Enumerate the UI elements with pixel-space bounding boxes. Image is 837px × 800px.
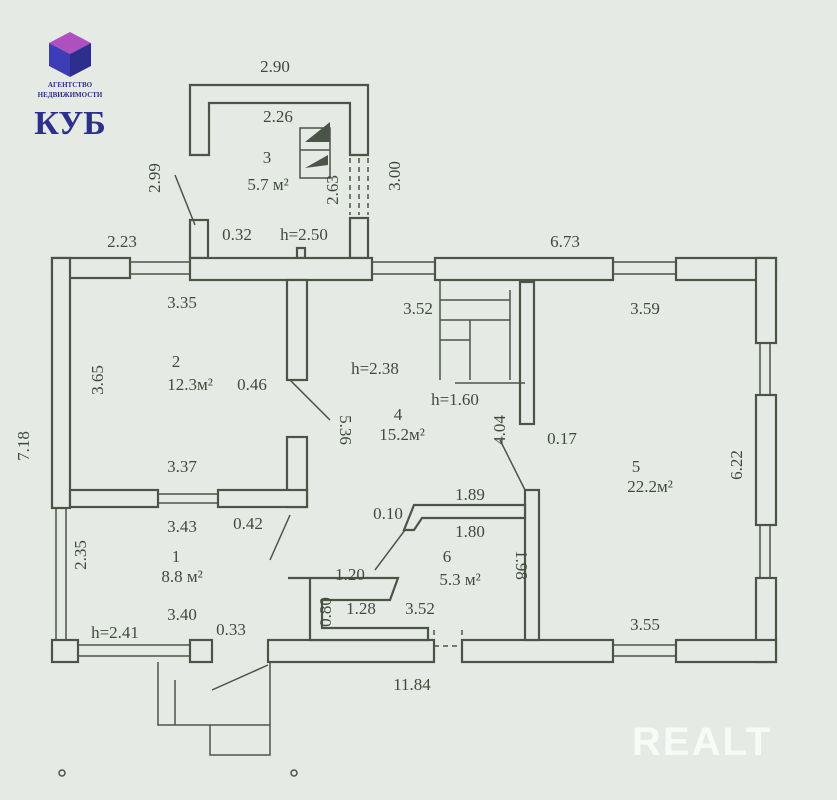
room-area: 8.8 м² [161,567,202,586]
dim-label: 3.37 [167,457,197,476]
dim-label: 3.00 [385,161,404,191]
dim-label: 2.23 [107,232,137,251]
dim-label: 2.90 [260,57,290,76]
ceiling-height: h=2.38 [351,359,399,378]
walls [50,83,778,777]
dim-label: 2.26 [263,107,293,126]
logo-name: КУБ [34,105,105,142]
dim-label: 3.52 [403,299,433,318]
dim-label: 0.42 [233,514,263,533]
room-area: 22.2м² [627,477,673,496]
room-area: 5.3 м² [439,570,480,589]
realt-watermark: REALT [632,720,772,764]
dim-label: 3.40 [167,605,197,624]
dim-label: 0.46 [237,375,267,394]
dim-label: 0.80 [316,597,335,627]
ceiling-height: h=2.41 [91,623,139,642]
ceiling-height: h=1.60 [431,390,479,409]
dim-label: 2.63 [323,175,342,205]
agency-logo: АГЕНТСТВО НЕДВИЖИМОСТИ КУБ [34,32,106,142]
logo-line2: НЕДВИЖИМОСТИ [38,91,103,99]
dim-label: 11.84 [393,675,431,694]
dim-label: 1.98 [512,550,531,580]
dim-label: 3.55 [630,615,660,634]
room-area: 12.3м² [167,375,213,394]
room-number: 5 [632,457,641,476]
dim-label: 3.65 [88,365,107,395]
dim-label: 4.04 [490,415,509,445]
dim-label: 7.18 [14,431,33,461]
room-area: 5.7 м² [247,175,288,194]
dim-label: 2.35 [71,540,90,570]
room-number: 4 [394,405,403,424]
dim-label: 5.36 [336,415,355,445]
dim-label: 6.22 [727,450,746,480]
dim-label: 3.35 [167,293,197,312]
dim-label: 3.52 [405,599,435,618]
dimension-labels: 2.90 2.26 3 5.7 м² 2.99 2.63 3.00 0.32 h… [14,57,746,694]
room-number: 3 [263,148,272,167]
dim-label: 1.80 [455,522,485,541]
dim-label: 6.73 [550,232,580,251]
dim-label: 3.43 [167,517,197,536]
logo-line1: АГЕНТСТВО [48,81,93,89]
dim-label: 3.59 [630,299,660,318]
ceiling-height: h=2.50 [280,225,328,244]
room-area: 15.2м² [379,425,425,444]
dim-label: 0.10 [373,504,403,523]
dim-label: 0.17 [547,429,577,448]
dim-label: 0.33 [216,620,246,639]
room-number: 1 [172,547,181,566]
dim-label: 1.89 [455,485,485,504]
dim-label: 1.28 [346,599,376,618]
dim-label: 1.20 [335,565,365,584]
room-number: 6 [443,547,452,566]
dim-label: 2.99 [145,163,164,193]
dim-label: 0.32 [222,225,252,244]
room-number: 2 [172,352,181,371]
